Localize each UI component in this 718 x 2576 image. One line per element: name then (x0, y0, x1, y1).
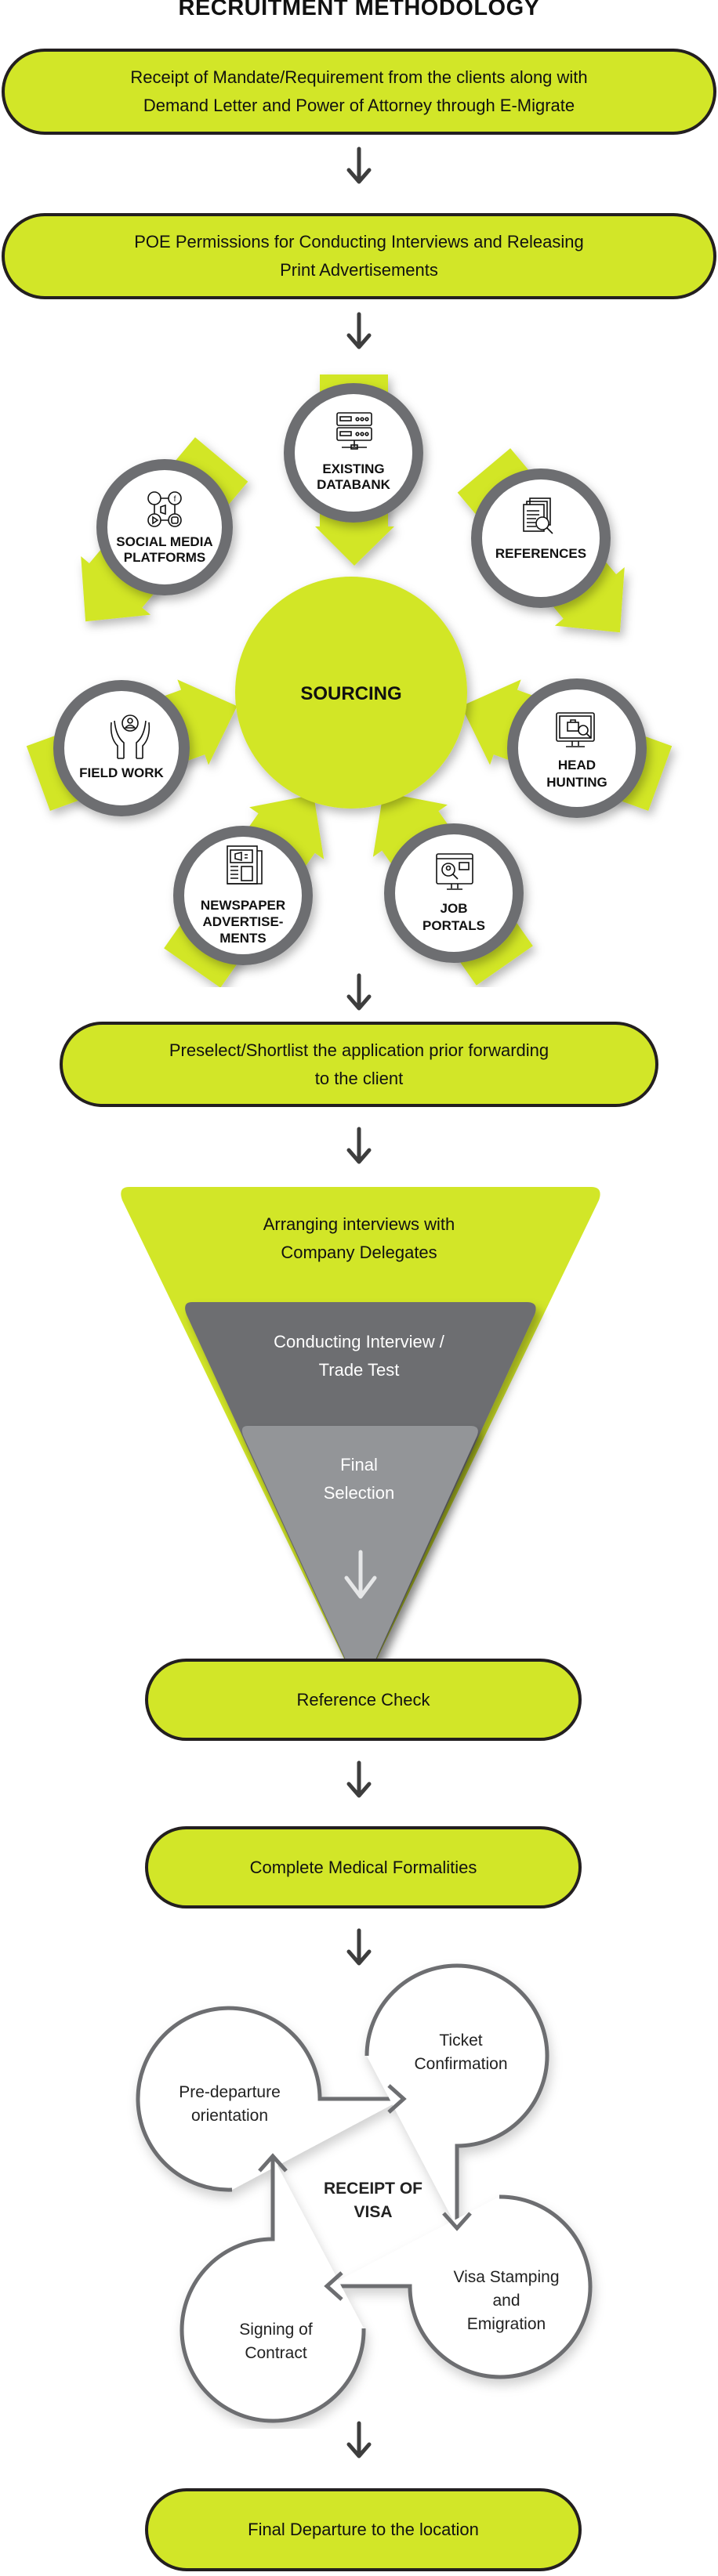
step-preselect-line-2: to the client (314, 1068, 404, 1088)
selection-funnel (121, 1187, 600, 1683)
step-preselect-line-1: Preselect/Shortlist the application prio… (169, 1040, 549, 1060)
down-arrow-icon (346, 312, 372, 349)
step-poe-line-1: POE Permissions for Conducting Interview… (134, 232, 584, 251)
hands-person-icon (110, 715, 150, 759)
node-label-line: EXISTING (322, 461, 384, 476)
arrow-up-icon (258, 2153, 288, 2173)
node-label-line: PLATFORMS (124, 550, 206, 565)
step-medical-label: Complete Medical Formalities (249, 1857, 477, 1877)
cycle-stage-label: Contract (245, 2344, 307, 2362)
documents-search-icon (523, 497, 553, 534)
step-departure-label: Final Departure to the location (248, 2520, 479, 2539)
node-label-line: HUNTING (546, 775, 607, 790)
funnel-level-2-line: Conducting Interview / (274, 1332, 444, 1351)
arrow-down-icon (442, 2212, 472, 2231)
visa-cycle-diagram: Pre-departure orientation Ticket Confirm… (136, 1963, 593, 2423)
step-mandate-line-1: Receipt of Mandate/Requirement from the … (130, 67, 588, 87)
down-arrow-icon (346, 1928, 372, 1966)
step-poe-permissions: POE Permissions for Conducting Interview… (2, 213, 716, 299)
step-final-departure: Final Departure to the location (145, 2488, 582, 2571)
node-existing-databank: EXISTING DATABANK (284, 383, 423, 523)
funnel-level-2-line: Trade Test (318, 1360, 400, 1380)
job-portal-monitor-icon (436, 853, 473, 890)
sourcing-center-label: SOURCING (300, 683, 401, 704)
step-reference-check: Reference Check (145, 1659, 582, 1741)
page-title: RECRUITMENT METHODOLOGY (178, 0, 540, 20)
cycle-stage-signing (180, 2157, 366, 2423)
funnel-level-2-label: Conducting Interview / Trade Test (202, 1328, 516, 1384)
server-database-icon (336, 412, 372, 450)
step-mandate-line-2: Demand Letter and Power of Attorney thro… (143, 96, 575, 115)
node-references: REFERENCES (471, 469, 611, 608)
node-label-line: DATABANK (317, 477, 391, 492)
node-label-line: REFERENCES (495, 546, 586, 561)
cycle-stage-label: Ticket (439, 2031, 482, 2050)
cycle-stage-label: and (492, 2292, 520, 2310)
cycle-stage-label: Confirmation (414, 2055, 507, 2073)
funnel-level-1-line: Arranging interviews with (263, 1214, 455, 1234)
down-arrow-icon (346, 1760, 372, 1798)
arrow-right-icon (387, 2084, 407, 2114)
cycle-stage-label: orientation (191, 2107, 268, 2125)
svg-text:f: f (174, 495, 176, 504)
cycle-stage-label: Pre-departure (179, 2083, 281, 2101)
node-label-line: FIELD WORK (79, 765, 164, 780)
cycle-stage-visa-stamping (328, 2194, 593, 2379)
step-reference-label: Reference Check (296, 1689, 430, 1709)
funnel-level-3-label: Final Selection (241, 1451, 477, 1507)
node-newspaper: NEWSPAPER ADVERTISE- MENTS (173, 826, 313, 965)
visa-cycle-center-label: RECEIPT OF (324, 2180, 422, 2198)
monitor-briefcase-search-icon (556, 712, 595, 747)
down-arrow-icon (346, 2421, 372, 2458)
node-label-line: MENTS (219, 931, 267, 946)
node-label-line: HEAD (558, 758, 596, 772)
node-label-line: ADVERTISE- (203, 914, 284, 929)
cycle-stage-label: Visa Stamping (453, 2268, 559, 2286)
node-job-portals: JOB PORTALS (384, 823, 524, 963)
step-preselect: Preselect/Shortlist the application prio… (60, 1022, 658, 1107)
down-arrow-icon (346, 147, 372, 184)
visa-cycle-center-label: VISA (354, 2203, 392, 2221)
funnel-level-1-label: Arranging interviews with Company Delega… (202, 1210, 516, 1267)
funnel-level-3-line: Final (340, 1455, 378, 1474)
cycle-stage-pre-departure (136, 2006, 403, 2192)
node-label-line: JOB (441, 901, 468, 916)
down-arrow-icon (344, 1550, 377, 1599)
arrow-left-icon (324, 2271, 343, 2301)
down-arrow-icon (346, 973, 372, 1011)
social-media-network-icon: f (147, 491, 182, 527)
step-medical: Complete Medical Formalities (145, 1826, 582, 1908)
cycle-stage-ticket (364, 1963, 549, 2227)
node-field-work: FIELD WORK (53, 680, 190, 816)
funnel-level-1-line: Company Delegates (281, 1243, 437, 1262)
sourcing-diagram: SOURCING EXISTING DATABANK f SOCIAL MEDI… (26, 374, 673, 987)
step-poe-line-2: Print Advertisements (280, 260, 438, 280)
node-label-line: NEWSPAPER (201, 898, 285, 913)
sourcing-center-circle (235, 577, 467, 809)
down-arrow-icon (346, 1127, 372, 1164)
step-mandate: Receipt of Mandate/Requirement from the … (2, 49, 716, 135)
node-social-media: f SOCIAL MEDIA PLATFORMS (96, 459, 233, 595)
node-label-line: SOCIAL MEDIA (116, 534, 212, 549)
funnel-level-3-line: Selection (323, 1483, 395, 1503)
cycle-stage-label: Signing of (239, 2321, 313, 2339)
node-label-line: PORTALS (422, 918, 485, 933)
newspaper-megaphone-icon (227, 845, 263, 885)
cycle-stage-label: Emigration (467, 2315, 546, 2333)
node-head-hunting: HEAD HUNTING (507, 678, 647, 818)
